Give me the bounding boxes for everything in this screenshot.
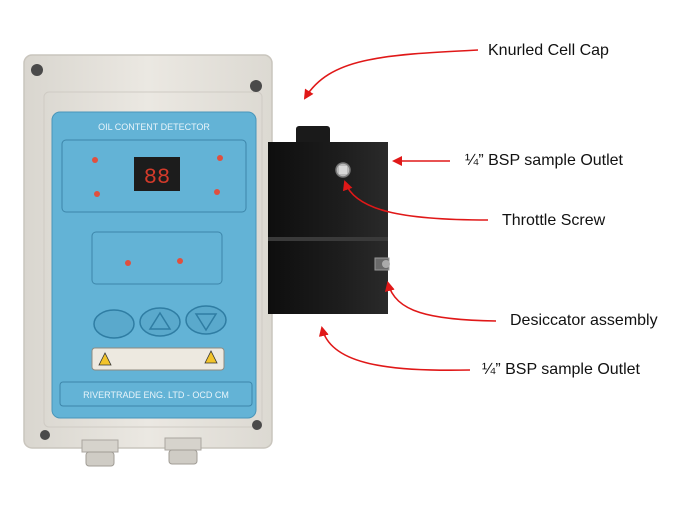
callout-label-sample-outlet-top: ¼” BSP sample Outlet	[465, 152, 623, 169]
led-icon	[214, 189, 220, 195]
screw-icon	[40, 430, 50, 440]
callout-label-desiccator-assembly: Desiccator assembly	[510, 312, 658, 329]
screw-icon	[252, 420, 262, 430]
front-panel: OIL CONTENT DETECTOR 88 RIVERTRADE ENG. …	[51, 111, 257, 419]
cable-glands	[81, 437, 202, 467]
callout-label-throttle-screw: Throttle Screw	[502, 212, 606, 229]
callout-arrows	[303, 49, 497, 372]
led-icon	[125, 260, 131, 266]
led-icon	[94, 191, 100, 197]
down-arrow-icon	[194, 313, 218, 332]
display-digits: 88	[144, 165, 170, 190]
arrow-sample-outlet-bottom	[318, 326, 471, 372]
arrow-desiccator-assembly	[385, 281, 497, 322]
up-arrow-icon	[148, 311, 172, 330]
callout-label-knurled-cell-cap: Knurled Cell Cap	[488, 42, 609, 59]
screw-icon	[31, 64, 43, 76]
digital-display	[134, 157, 180, 191]
down-button	[185, 305, 227, 335]
desiccator-block	[268, 241, 388, 314]
led-icon	[217, 155, 223, 161]
sensor-block	[268, 126, 390, 314]
warning-icon	[98, 352, 112, 366]
panel-title: OIL CONTENT DETECTOR	[98, 122, 210, 132]
callout-label-sample-outlet-bottom: ¼” BSP sample Outlet	[482, 361, 640, 378]
led-icon	[92, 157, 98, 163]
screw-icon	[250, 80, 262, 92]
warning-icon	[204, 350, 218, 364]
knurled-cell-cap	[296, 126, 330, 146]
cell-upper-block	[268, 142, 388, 237]
arrow-knurled-cell-cap	[303, 49, 479, 100]
panel-footer: RIVERTRADE ENG. LTD - OCD CM	[83, 390, 229, 400]
arrow-throttle-screw	[342, 180, 489, 221]
led-icon	[177, 258, 183, 264]
menu-button	[93, 309, 135, 339]
